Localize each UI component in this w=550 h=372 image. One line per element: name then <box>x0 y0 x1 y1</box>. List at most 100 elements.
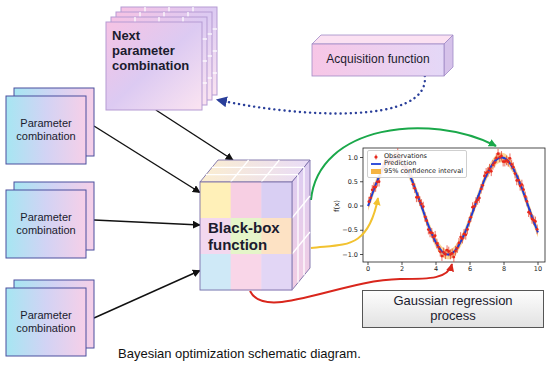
cube-line <box>292 196 310 218</box>
cube-line <box>261 160 279 182</box>
error-bar <box>501 151 502 161</box>
legend-swatch <box>371 169 381 174</box>
legend-text: 95% confidence interval <box>384 168 463 175</box>
cube-cell <box>200 254 231 291</box>
legend-entry: Prediction <box>371 160 463 167</box>
connector-arrow <box>94 220 200 225</box>
axis-ticks <box>360 158 538 266</box>
observation-dot <box>412 183 415 186</box>
cube-cell <box>231 254 262 291</box>
observation-dot <box>512 166 515 169</box>
legend-entry: Observations <box>371 153 463 160</box>
cube-cell <box>261 182 292 219</box>
parameter-card: Parameter combination <box>6 190 86 258</box>
tick-label: 8 <box>502 266 506 273</box>
block-side <box>444 35 453 76</box>
error-bar <box>455 246 456 256</box>
sample-dot <box>374 155 377 158</box>
node-text: Parameter combination <box>12 309 80 334</box>
observation-dot <box>464 233 467 236</box>
observation-dot <box>524 195 527 198</box>
observation-dot <box>441 255 444 258</box>
connector-arrow <box>94 271 200 319</box>
cube-line <box>292 232 310 254</box>
legend-sample <box>371 154 381 160</box>
observation-dot <box>456 247 459 250</box>
confidence-band <box>368 153 538 260</box>
tick-label: 4 <box>434 266 438 273</box>
observation-dot <box>520 183 523 186</box>
tick-label: 0.5 <box>348 179 358 186</box>
tick-label: −0.5 <box>342 227 358 234</box>
observation-dot <box>466 228 469 231</box>
error-bar <box>494 158 495 168</box>
observation-dot <box>509 157 512 160</box>
parameter-card: Parameter combination <box>6 288 86 356</box>
cube-cell <box>231 182 262 219</box>
cube-side <box>292 160 310 290</box>
observation-dot <box>492 163 495 166</box>
observation-dot <box>488 167 491 170</box>
observation-dot <box>469 216 472 219</box>
observation-dot <box>369 196 372 199</box>
connector-arrow <box>156 110 233 160</box>
function-block: Acquisition function <box>312 44 444 76</box>
observation-dot <box>434 234 437 237</box>
observation-dot <box>517 179 520 182</box>
card-front <box>6 96 86 164</box>
observation-dot <box>425 219 428 222</box>
legend-sample <box>371 161 381 167</box>
node-text: Parameter combination <box>12 211 80 236</box>
legend-text: Prediction <box>384 160 416 167</box>
observation-dot <box>427 228 430 231</box>
error-bar <box>457 243 458 253</box>
node-text: Parameter combination <box>12 117 80 142</box>
card-front <box>6 288 86 356</box>
cube-line <box>231 160 249 182</box>
observation-dot <box>534 220 537 223</box>
tick-label: 2 <box>400 266 404 273</box>
process-box: Gaussian regression process <box>362 290 544 328</box>
observation-dot <box>374 186 377 189</box>
observation-dot <box>486 171 489 174</box>
legend-text: Observations <box>384 153 427 160</box>
process-outline <box>363 291 544 328</box>
legend-entry: 95% confidence interval <box>371 168 463 175</box>
tick-label: −1.0 <box>342 251 358 258</box>
observation-dot <box>507 160 510 163</box>
observation-dot <box>495 157 498 160</box>
error-bar <box>506 156 507 166</box>
plot-series <box>367 148 538 262</box>
observation-dot <box>461 237 464 240</box>
observation-dot <box>367 200 370 203</box>
observation-dot <box>481 184 484 187</box>
cube-line <box>297 175 298 283</box>
observation-dot <box>522 188 525 191</box>
cube-line <box>212 167 304 168</box>
cube-cell <box>261 254 292 291</box>
plot-legend: ObservationsPrediction95% confidence int… <box>367 150 467 178</box>
observation-dot <box>424 215 427 218</box>
observation-dot <box>444 253 447 256</box>
observation-dot <box>514 172 517 175</box>
axis-label: f(x) <box>334 200 341 212</box>
grid-card <box>106 22 202 110</box>
node-text: Acquisition function <box>320 53 436 67</box>
sample-line <box>371 163 381 165</box>
observation-dot <box>473 205 476 208</box>
parameter-card: Parameter combination <box>6 96 86 164</box>
node-text: Next parameter combination <box>112 29 196 74</box>
cube-cell <box>200 182 231 219</box>
observation-dot <box>529 212 532 215</box>
observation-dot <box>435 242 438 245</box>
observation-dot <box>454 249 457 252</box>
node-text: Gaussian regression process <box>370 294 536 324</box>
error-bar <box>450 250 451 260</box>
block-top <box>312 35 453 44</box>
tick-label: 10 <box>534 266 542 273</box>
tick-label: 6 <box>468 266 472 273</box>
error-bar <box>445 249 446 259</box>
observation-dot <box>447 250 450 253</box>
observation-dot <box>490 170 493 173</box>
observation-dot <box>439 250 442 253</box>
